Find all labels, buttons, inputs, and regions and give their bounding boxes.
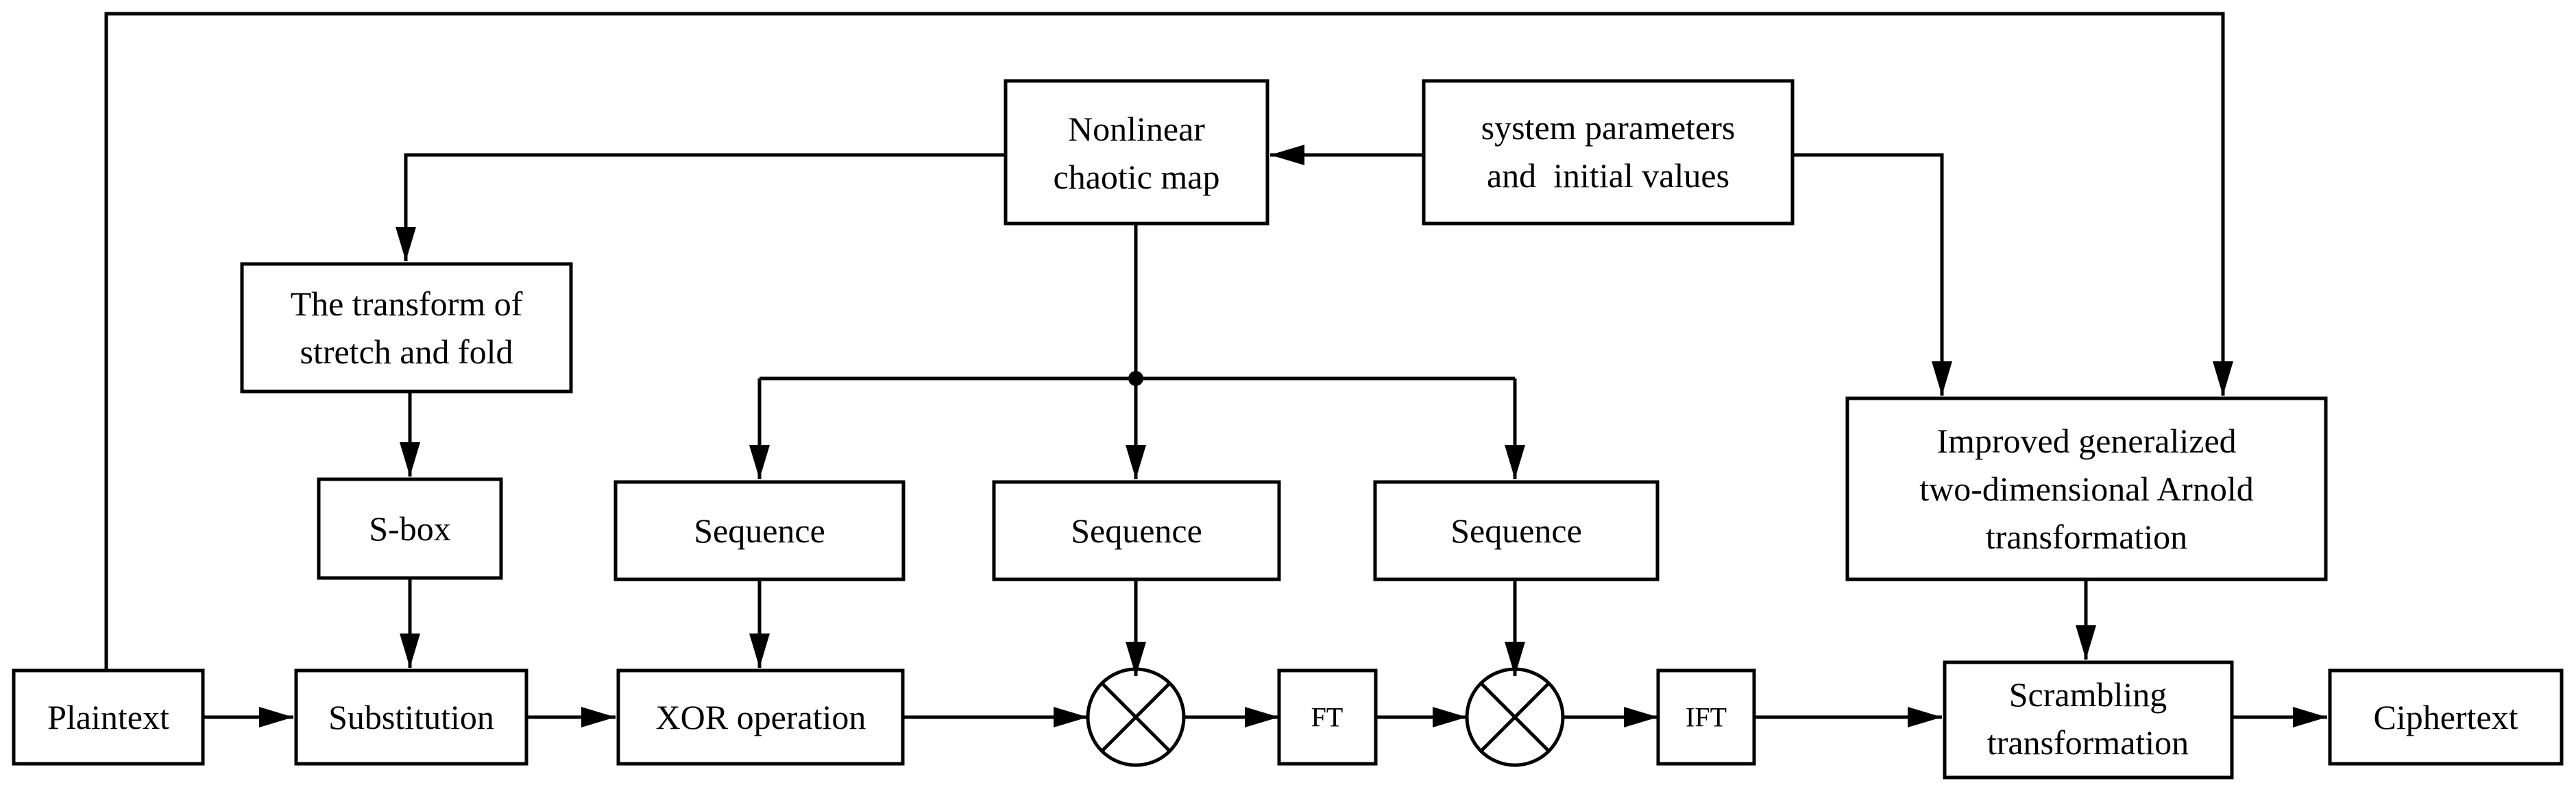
connectors xyxy=(104,12,2327,727)
arnold-label-line-1: Improved generalized xyxy=(1936,422,2236,460)
node-stretch-fold: The transform of stretch and fold xyxy=(240,262,573,394)
ift-label: IFT xyxy=(1686,702,1727,733)
arnold-label-line-2: two-dimensional Arnold xyxy=(1919,470,2253,508)
xor-label: XOR operation xyxy=(656,698,866,736)
sbox-label: S-box xyxy=(369,509,450,548)
scrambling-label-line-1: Scrambling xyxy=(2009,675,2167,714)
node-substitution: Substitution xyxy=(294,668,528,766)
nonlinear-map-label-line-2: chaotic map xyxy=(1054,158,1220,196)
node-ciphertext: Ciphertext xyxy=(2328,668,2564,766)
arnold-label-line-3: transformation xyxy=(1986,518,2187,556)
edge-plaintext-to-arnold xyxy=(104,12,2233,671)
edge-map-to-stretch xyxy=(396,153,1006,261)
scrambling-label-line-2: transformation xyxy=(1987,723,2189,762)
ft-label: FT xyxy=(1311,702,1344,733)
stretch-fold-label-line-2: stretch and fold xyxy=(300,333,513,371)
edge-params-to-arnold xyxy=(1793,153,1952,396)
nonlinear-map-label-line-1: Nonlinear xyxy=(1068,110,1205,148)
node-plaintext: Plaintext xyxy=(12,668,205,766)
node-arnold: Improved generalized two-dimensional Arn… xyxy=(1845,396,2328,581)
branch-junction-dot xyxy=(1128,371,1143,386)
ciphertext-label: Ciphertext xyxy=(2373,698,2518,736)
sequence-1-label: Sequence xyxy=(694,511,825,550)
sequence-2-label: Sequence xyxy=(1071,511,1202,550)
node-xor: XOR operation xyxy=(616,668,905,766)
plaintext-label: Plaintext xyxy=(47,698,169,736)
node-sbox: S-box xyxy=(317,477,503,580)
node-sequence-2: Sequence xyxy=(992,480,1281,581)
node-ft: FT xyxy=(1277,668,1378,766)
circle-times-icon xyxy=(1465,667,1565,767)
node-sequence-1: Sequence xyxy=(613,480,906,581)
sequence-3-label: Sequence xyxy=(1450,511,1582,550)
node-system-params: system parameters and initial values xyxy=(1422,79,1795,226)
multiply-operator-1 xyxy=(1086,667,1186,767)
substitution-label: Substitution xyxy=(328,698,494,736)
node-ift: IFT xyxy=(1656,668,1756,766)
multiply-operator-2 xyxy=(1465,667,1565,767)
system-params-label-line-2: and initial values xyxy=(1487,156,1729,195)
stretch-fold-label-line-1: The transform of xyxy=(291,285,523,323)
node-nonlinear-map: Nonlinear chaotic map xyxy=(1004,79,1269,226)
system-params-label-line-1: system parameters xyxy=(1481,108,1736,147)
node-scrambling: Scrambling transformation xyxy=(1943,660,2234,780)
node-sequence-3: Sequence xyxy=(1373,480,1660,581)
circle-times-icon xyxy=(1086,667,1186,767)
